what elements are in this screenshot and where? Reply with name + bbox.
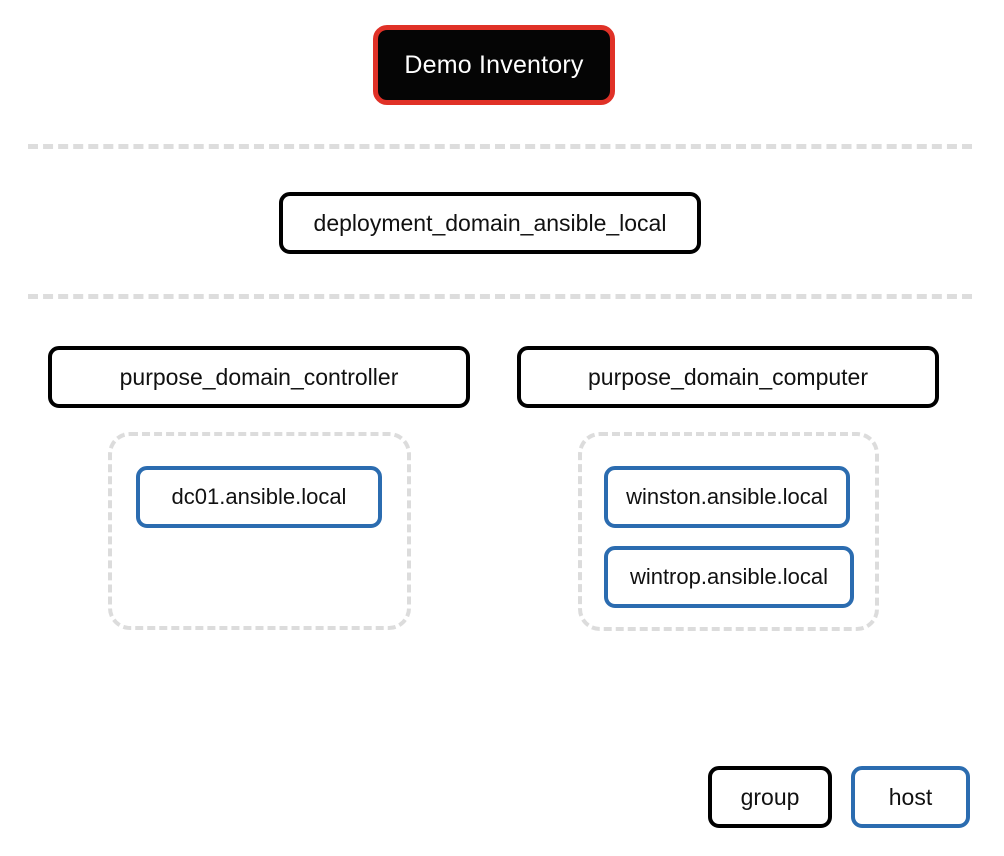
legend-item-host-label: host bbox=[888, 783, 933, 810]
host-node-wintrop[interactable]: wintrop.ansible.local bbox=[604, 546, 854, 608]
legend-item-group-label: group bbox=[740, 783, 800, 810]
group-node-deployment-domain-ansible-local[interactable]: deployment_domain_ansible_local bbox=[279, 192, 701, 254]
host-container-domain-computer bbox=[578, 432, 879, 631]
host-node-dc01[interactable]: dc01.ansible.local bbox=[136, 466, 382, 528]
host-node-label: winston.ansible.local bbox=[626, 484, 828, 509]
group-node-label: deployment_domain_ansible_local bbox=[313, 209, 667, 236]
separator-below-deployment bbox=[28, 294, 972, 299]
host-node-label: dc01.ansible.local bbox=[171, 484, 347, 509]
host-node-winston[interactable]: winston.ansible.local bbox=[604, 466, 850, 528]
group-node-purpose-domain-computer[interactable]: purpose_domain_computer bbox=[517, 346, 939, 408]
group-node-label: purpose_domain_computer bbox=[587, 363, 868, 390]
group-node-purpose-domain-controller[interactable]: purpose_domain_controller bbox=[48, 346, 470, 408]
legend-item-group[interactable]: group bbox=[708, 766, 832, 828]
host-container-domain-controller bbox=[108, 432, 411, 630]
group-node-label: purpose_domain_controller bbox=[119, 363, 399, 390]
inventory-root-node[interactable]: Demo Inventory bbox=[373, 25, 615, 105]
host-node-label: wintrop.ansible.local bbox=[629, 564, 829, 589]
inventory-root-label: Demo Inventory bbox=[404, 50, 584, 79]
legend-item-host[interactable]: host bbox=[851, 766, 970, 828]
separator-below-root bbox=[28, 144, 972, 149]
